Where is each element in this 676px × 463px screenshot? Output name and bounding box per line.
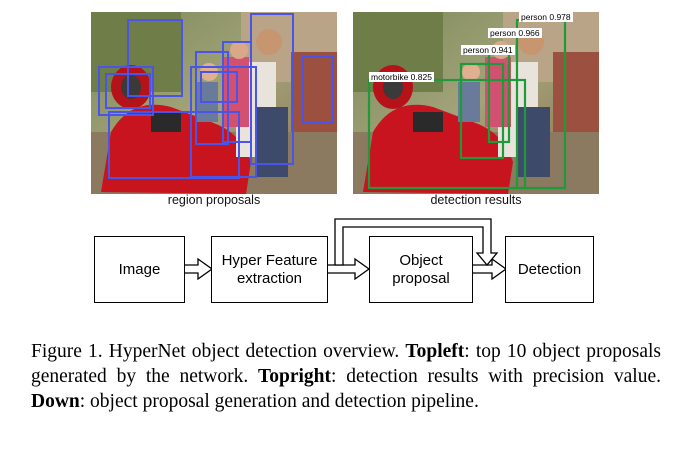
detection-results-caption: detection results [430,193,522,207]
hyper-feature-label-line2: extraction [236,269,303,287]
detection-label: motorbike 0.825 [369,72,434,82]
detection-box: Detection [505,236,594,303]
caption-down-label: Down [31,391,80,412]
caption-down-text: : object proposal generation and detecti… [79,391,479,412]
object-proposal-label-line2: proposal [392,269,450,287]
region-proposals-caption: region proposals [167,193,261,207]
detection-box-motorbike [367,78,527,190]
proposal-box [195,51,229,145]
arrow-hyper-bypass-to-detection [334,218,499,267]
proposal-box [250,13,294,165]
arrow-hyper-to-proposal [326,257,371,281]
proposal-box [302,56,334,124]
detection-label: person 0.966 [488,28,542,38]
region-proposals-scene [91,12,337,194]
image-box-label: Image [118,260,161,278]
detection-results-scene [353,12,599,194]
proposal-box [108,111,240,179]
caption-topleft-label: Topleft [405,341,465,362]
pipeline-arrows [183,218,508,281]
detection-label: person 0.978 [519,12,573,22]
caption-topright-text: : detection results with precision value… [331,366,662,387]
arrow-image-to-hyper [183,257,214,281]
hyper-feature-box: Hyper Feature extraction [211,236,328,303]
image-box: Image [94,236,185,303]
arrow-proposal-to-detection [471,257,508,281]
detection-box-label: Detection [517,260,582,278]
proposal-boxes [98,13,334,179]
proposal-box [127,19,183,97]
proposal-box [105,73,151,109]
caption-topleft-text: : top 10 object proposals generated by t… [31,341,661,387]
pipeline-diagram: Image Hyper Feature extraction Object pr… [0,205,676,315]
detection-results-image: person 0.978 person 0.966 person 0.941 m… [353,12,599,194]
hyper-feature-label-line1: Hyper Feature [221,251,318,269]
figure-caption: Figure 1. HyperNet object detection over… [31,339,661,414]
proposal-box [98,66,154,116]
caption-topright-label: Topright [258,366,332,387]
region-proposals-image [91,12,337,194]
object-proposal-box: Object proposal [369,236,473,303]
object-proposal-label-line1: Object [399,251,443,269]
detection-box-person [459,62,505,160]
proposal-box [200,71,238,103]
detection-label: person 0.941 [461,45,515,55]
caption-prefix: Figure 1. HyperNet object detection over… [31,341,400,362]
